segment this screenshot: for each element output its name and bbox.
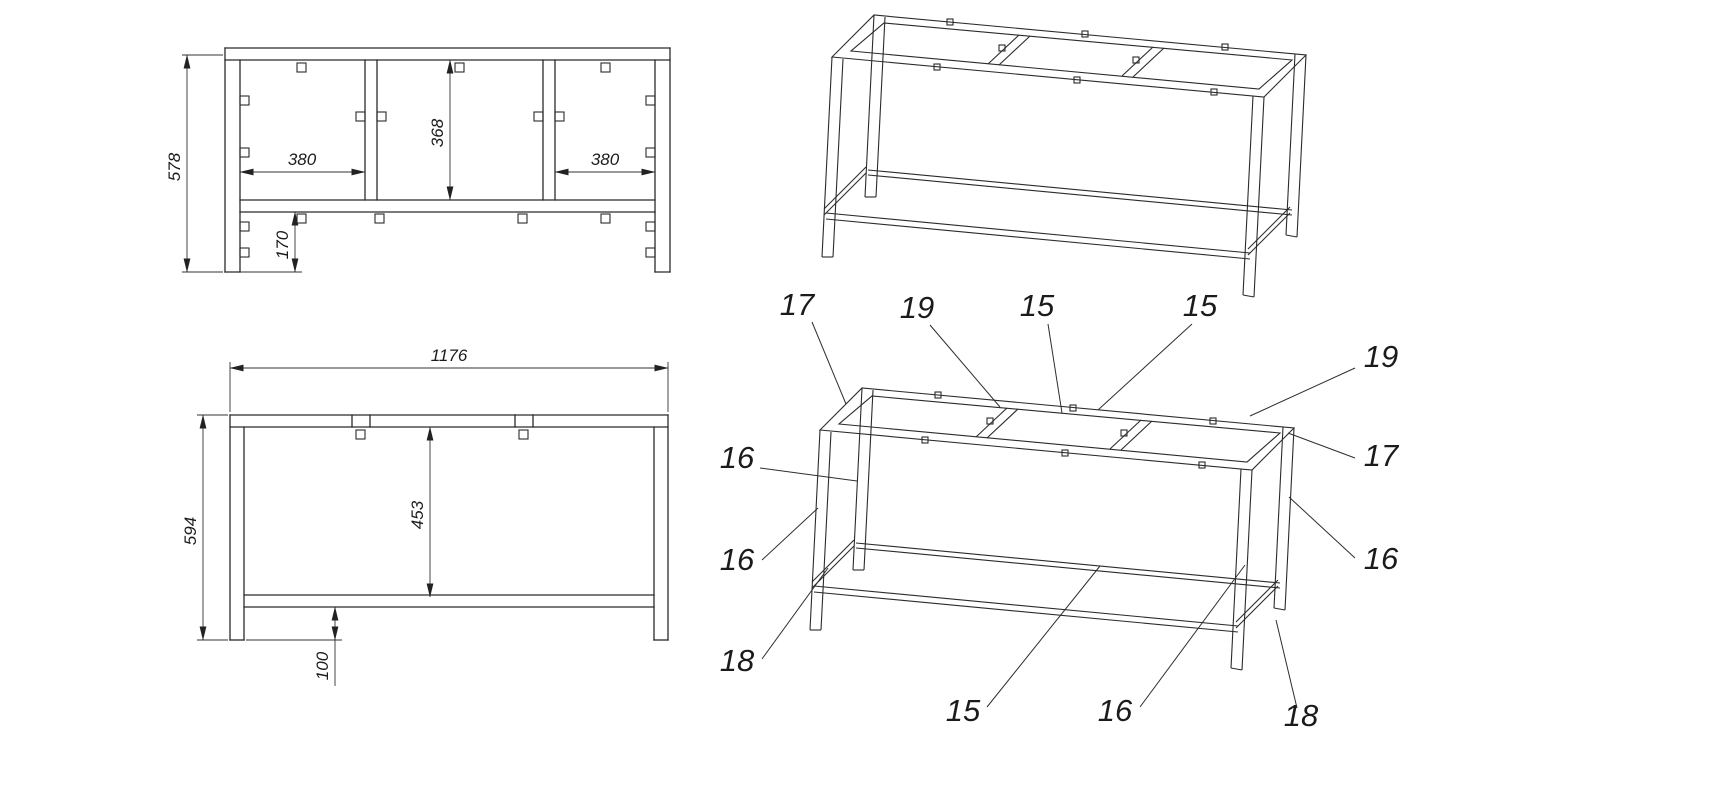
front-view-frame (224, 47, 671, 273)
callout-17-top-left: 17 (780, 287, 816, 322)
iso-view (821, 14, 1308, 298)
callout-15-top-b: 15 (1183, 288, 1218, 323)
callout-15-bottom: 15 (946, 693, 981, 728)
callout-15-top-a: 15 (1020, 288, 1055, 323)
iso-view-brackets (933, 18, 1229, 96)
iso-view-frame (821, 14, 1308, 298)
dim-side-inner-height: 453 (408, 500, 427, 529)
side-view: 1176 594 453 100 (181, 346, 669, 686)
dim-front-right-bay-width: 380 (591, 150, 620, 169)
side-view-brackets (355, 429, 529, 440)
side-view-frame (229, 414, 669, 641)
callout-16-right: 16 (1364, 541, 1399, 576)
callout-18-left: 18 (720, 643, 755, 678)
side-view-dimension-lines (197, 362, 669, 686)
dim-front-overall-height: 578 (165, 152, 184, 181)
dim-side-overall-width: 1176 (431, 346, 468, 365)
dim-front-left-bay-width: 380 (288, 150, 317, 169)
dim-front-bay-inner-height: 368 (428, 118, 447, 147)
annotated-view-frame (809, 387, 1296, 671)
callout-19-top: 19 (900, 290, 934, 325)
callout-leader-lines (759, 321, 1356, 709)
callout-16-left-lower: 16 (720, 542, 755, 577)
dim-front-lower-rail-offset: 170 (273, 230, 292, 259)
callout-16-left-upper: 16 (720, 440, 755, 475)
dim-side-foot-offset: 100 (313, 651, 332, 680)
front-view: 578 380 368 380 170 (165, 47, 671, 273)
callout-17-right: 17 (1364, 438, 1400, 473)
callout-19-right: 19 (1364, 339, 1398, 374)
callout-16-bottom: 16 (1098, 693, 1133, 728)
callout-18-bottom-right: 18 (1284, 698, 1319, 733)
annotated-view: 17 19 15 15 19 17 16 16 16 18 15 16 18 (720, 287, 1400, 733)
annotated-view-brackets (921, 391, 1217, 469)
dim-side-overall-height: 594 (181, 517, 200, 545)
front-view-dimension-lines (182, 54, 656, 273)
